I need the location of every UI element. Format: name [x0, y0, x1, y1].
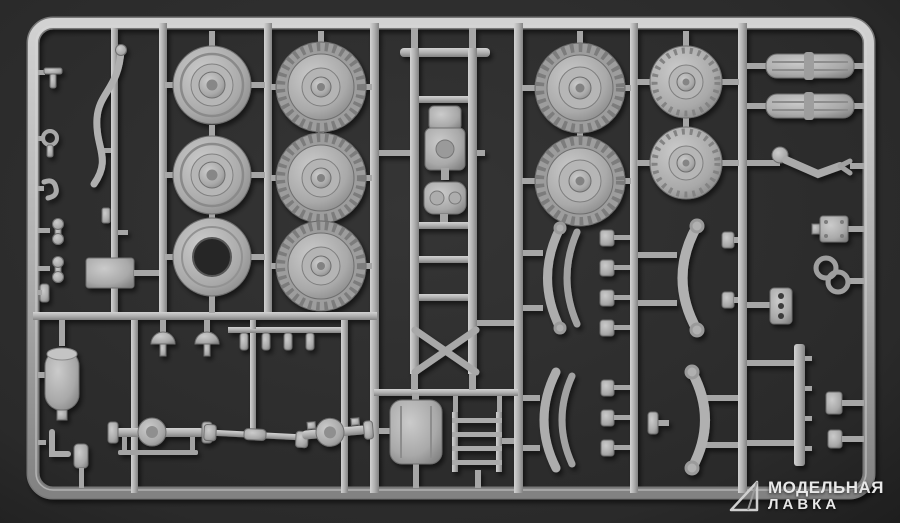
wheel-column-b — [271, 31, 372, 312]
chain-link-part — [813, 255, 864, 295]
watermark-line2: ЛАВКА — [767, 496, 841, 514]
watermark: МОДЕЛЬНАЯ ЛАВКА — [729, 479, 884, 513]
leaf-spring-stack — [747, 92, 864, 120]
watermark-logo-icon — [729, 480, 759, 512]
leaf-spring — [543, 223, 565, 333]
small-bracket-parts — [600, 379, 630, 457]
bottom-left-section — [38, 320, 374, 488]
transfer-case — [423, 181, 467, 222]
right-springs-group — [638, 218, 738, 476]
treaded-tyre-medium — [275, 132, 367, 224]
flat-plate-part — [85, 257, 159, 289]
large-wheel-column — [522, 31, 631, 227]
small-pin-parts — [239, 332, 315, 351]
rear-axle — [302, 417, 374, 447]
sprue-runners — [33, 23, 747, 493]
leaf-spring — [558, 372, 576, 468]
chassis-section — [379, 28, 514, 488]
leaf-spring — [563, 228, 581, 328]
right-parts-column — [747, 52, 864, 466]
front-axle — [107, 417, 213, 455]
road-wheel — [172, 45, 252, 125]
engine-block — [424, 105, 466, 180]
chassis-ladder-frame — [400, 48, 490, 390]
watermark-line1: МОДЕЛЬНАЯ — [767, 478, 884, 498]
ladder-rack — [452, 396, 514, 488]
leaf-spring — [677, 221, 702, 335]
left-parts-column — [38, 44, 159, 303]
small-bracket-parts — [599, 229, 630, 337]
treaded-tyre-small — [649, 45, 723, 119]
treaded-tyre-large — [534, 135, 626, 227]
bracket-plate — [747, 287, 793, 325]
shackle-part — [38, 218, 64, 245]
leaf-spring — [687, 367, 710, 473]
small-wheel-column — [637, 31, 739, 200]
leaf-spring-stack — [747, 52, 864, 80]
air-tank — [38, 320, 80, 421]
wheel-column-a — [165, 31, 265, 313]
linkage-arm — [747, 146, 864, 179]
treaded-tyre-small — [649, 126, 723, 200]
mid-springs-group — [523, 221, 630, 473]
small-box-part — [811, 215, 864, 243]
treaded-tyre-large — [534, 42, 626, 134]
shackle-part — [38, 256, 64, 283]
leaf-spring — [539, 367, 561, 473]
tie-rod — [118, 450, 198, 455]
road-wheel — [172, 135, 252, 215]
fuel-tank — [379, 393, 443, 488]
exhaust-pipe — [90, 44, 127, 188]
treaded-tyre-medium — [275, 41, 367, 133]
mushroom-cap-part — [150, 320, 176, 357]
sprue-frame — [26, 16, 876, 500]
mushroom-cap-part — [194, 320, 220, 357]
long-rail-part — [747, 344, 812, 466]
tyre-ring — [172, 217, 252, 297]
treaded-tyre-medium — [275, 220, 367, 312]
